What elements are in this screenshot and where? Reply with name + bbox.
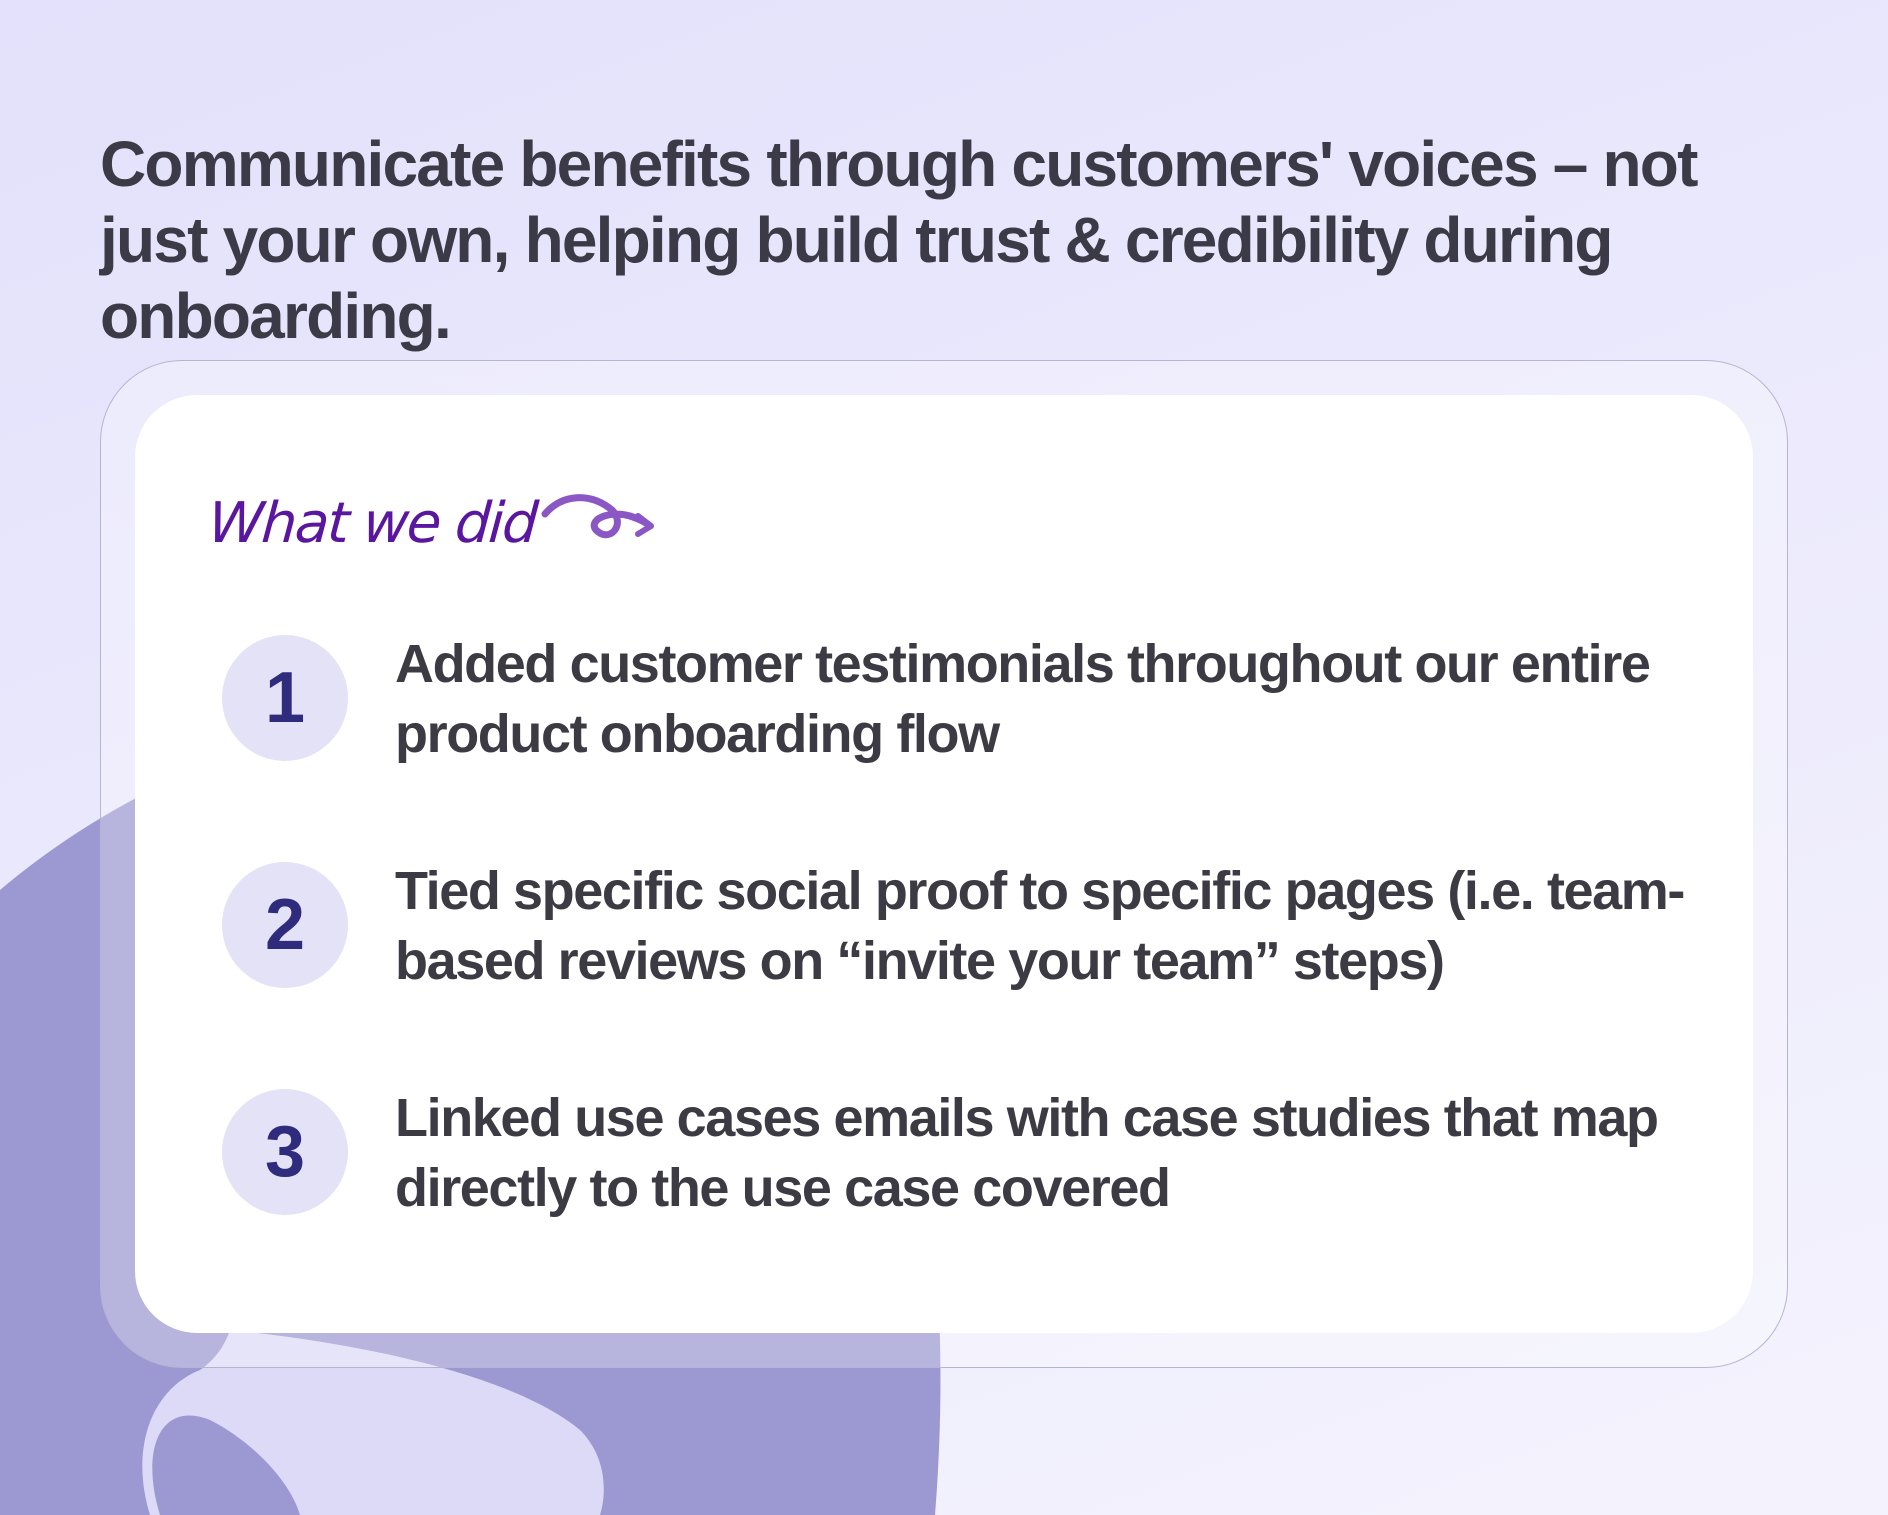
headline: Communicate benefits through customers' … bbox=[100, 128, 1698, 352]
step-1: 1 Added customer testimonials throughout… bbox=[222, 634, 1722, 765]
step-3: 3 Linked use cases emails with case stud… bbox=[222, 1088, 1722, 1219]
step-text: Added customer testimonials throughout o… bbox=[395, 634, 1651, 764]
step-2: 2 Tied specific social proof to specific… bbox=[222, 861, 1722, 992]
what-we-did-script-label: What we did bbox=[210, 491, 654, 556]
step-number-badge: 1 bbox=[222, 635, 348, 761]
step-text: Tied specific social proof to specific p… bbox=[395, 861, 1685, 991]
step-number-badge: 2 bbox=[222, 862, 348, 988]
curly-arrow-icon bbox=[541, 494, 654, 539]
step-text: Linked use cases emails with case studie… bbox=[395, 1088, 1659, 1218]
step-number-badge: 3 bbox=[222, 1089, 348, 1215]
card bbox=[135, 395, 1753, 1333]
script-label-text: What we did bbox=[210, 491, 541, 556]
